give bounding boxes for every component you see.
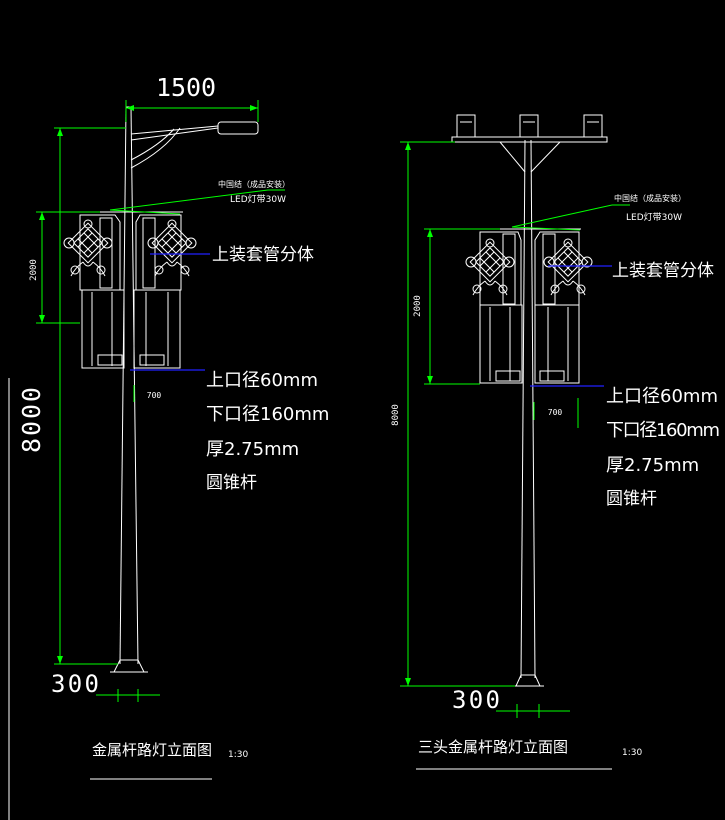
drawing-scale-1: 1:30 (228, 750, 248, 760)
note-line1-2: 中国结（成品安装） (614, 193, 686, 203)
decorative-section-1 (63, 211, 197, 369)
lamp-arm-1 (130, 121, 259, 169)
spec-thickness-2: 厚2.75mm (606, 455, 699, 476)
spec-bottom-diameter-1: 下口径160mm (206, 404, 329, 425)
pole-base-1 (113, 659, 145, 673)
label-upper-split-1: 上装套管分体 (212, 245, 314, 265)
streetlight-elevation-1: 1500 8000 2000 700 300 中国结（成品安装） LED灯带30… (17, 73, 329, 780)
dim-base-label-1: 300 (51, 670, 99, 698)
drawing-scale-2: 1:30 (622, 748, 642, 758)
lamp-head-1 (217, 121, 259, 135)
lamp-head-left-2 (456, 114, 476, 138)
dim-offset-label-2: 700 (548, 408, 563, 417)
lamp-head-center-2 (519, 114, 539, 138)
drawing-title-1: 金属杆路灯立面图 (92, 741, 212, 759)
dim-section-height-label-2: 2000 (413, 295, 423, 317)
note-line2-2: LED灯带30W (626, 212, 682, 223)
dim-pole-height-label-1: 8000 (17, 387, 46, 453)
note-line1-1: 中国结（成品安装） (218, 179, 290, 189)
spec-thickness-1: 厚2.75mm (206, 439, 299, 460)
spec-type-1: 圆锥杆 (206, 473, 257, 493)
note-line2-1: LED灯带30W (230, 194, 286, 205)
dimensions-2 (400, 141, 630, 718)
spec-type-2: 圆锥杆 (606, 489, 657, 509)
pole-base-2 (515, 674, 541, 687)
dimensions-1 (36, 100, 285, 702)
dim-section-height-label-1: 2000 (29, 259, 39, 281)
dim-width-label-1: 1500 (156, 73, 216, 102)
dim-base-label-2: 300 (452, 686, 500, 714)
spec-top-diameter-2: 上口径60mm (606, 386, 718, 407)
pole-2 (512, 139, 544, 687)
drawing-title-2: 三头金属杆路灯立面图 (418, 738, 568, 756)
streetlight-elevation-2: 8000 2000 700 300 中国结（成品安装） LED灯带30W 上装套… (391, 114, 720, 770)
label-upper-split-2: 上装套管分体 (612, 261, 714, 281)
dim-offset-label-1: 700 (147, 391, 162, 400)
spec-top-diameter-1: 上口径60mm (206, 370, 318, 391)
pole-1 (110, 106, 148, 673)
dim-pole-height-label-2: 8000 (391, 404, 401, 426)
triple-lamp-head-2 (451, 114, 608, 173)
decorative-section-2 (465, 228, 593, 384)
spec-bottom-diameter-2: 下口径160mm (606, 420, 720, 441)
lamp-head-right-2 (583, 114, 603, 138)
